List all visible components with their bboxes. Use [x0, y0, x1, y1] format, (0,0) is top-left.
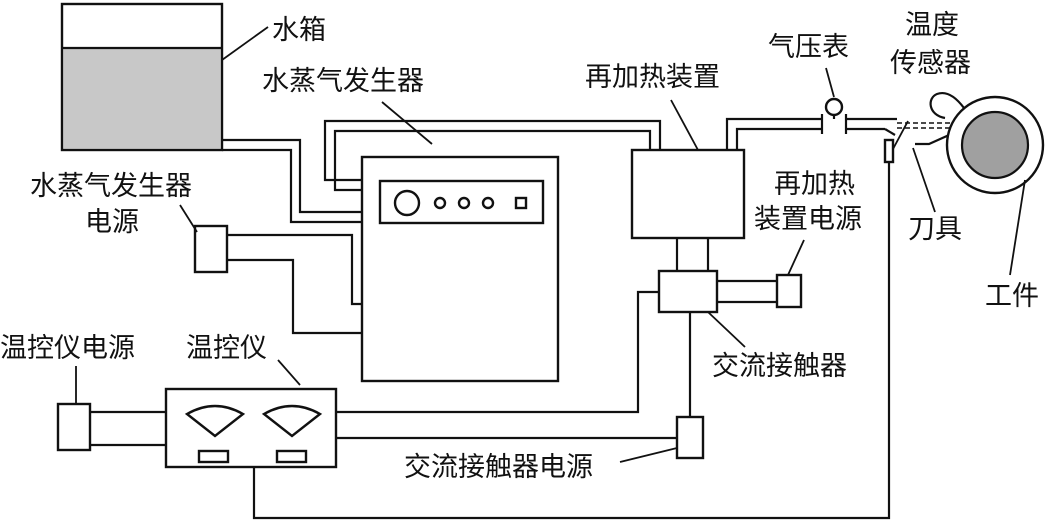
ac-contactor-leader — [707, 311, 746, 348]
pressure-gauge-leader — [825, 67, 835, 98]
temperature-sensor — [883, 120, 909, 164]
gauge-dial — [261, 404, 323, 438]
label-temp-sensor-line1: 温度 — [905, 10, 959, 41]
indicator-light — [481, 196, 495, 210]
indicator-light — [433, 196, 447, 210]
ac-contactor — [657, 269, 719, 314]
reheater-leader — [670, 99, 699, 151]
thermostat-leader — [277, 359, 301, 386]
label-thermostat-power: 温控仪电源 — [0, 333, 135, 364]
reheater-power-box — [775, 273, 803, 309]
workpiece — [929, 92, 1045, 276]
display-slot — [197, 449, 230, 464]
thermostat-output-cables — [336, 290, 677, 440]
water-level — [63, 48, 221, 149]
reheater-to-nozzle-pipes — [725, 117, 897, 150]
steam-generator — [360, 155, 560, 383]
ac-contactor-power-leader — [619, 447, 678, 463]
gauge-dial — [184, 404, 246, 438]
label-reheater-power-line1: 再加热 — [774, 169, 855, 200]
label-steam-generator: 水蒸气发生器 — [262, 66, 424, 97]
label-ac-contactor: 交流接触器 — [712, 351, 847, 382]
sensor-feedback-cable — [252, 162, 891, 520]
tank-to-generator-pipes — [222, 138, 362, 224]
steam-generator-leader — [381, 101, 433, 145]
label-steam-generator-power-line2: 电源 — [85, 207, 139, 238]
label-water-tank: 水箱 — [272, 15, 326, 46]
pressure-gauge — [820, 97, 848, 134]
generator-power-cables — [227, 233, 362, 335]
label-pressure-gauge: 气压表 — [768, 32, 849, 63]
steam-generator-power-leader — [179, 204, 198, 233]
label-workpiece: 工件 — [985, 281, 1039, 312]
label-tool: 刀具 — [908, 214, 962, 245]
switch — [514, 196, 528, 210]
label-steam-generator-power-line1: 水蒸气发生器 — [30, 171, 192, 202]
dial-knob — [393, 189, 421, 217]
label-thermostat: 温控仪 — [186, 333, 267, 364]
contactor-to-reheater-power-cables — [717, 279, 777, 304]
thermostat — [164, 387, 338, 469]
generator-to-reheater-pipes — [323, 119, 662, 192]
water-tank-leader — [221, 26, 269, 61]
display-slot — [275, 449, 308, 464]
indicator-light — [457, 196, 471, 210]
reheater-power-leader — [787, 239, 805, 276]
steam-generator-power-box — [193, 224, 229, 274]
reheater — [630, 148, 746, 240]
label-ac-contactor-power: 交流接触器电源 — [404, 452, 593, 483]
thermostat-power-box — [56, 402, 92, 452]
label-reheater: 再加热装置 — [585, 62, 720, 93]
reheater-to-contactor-cables — [675, 238, 710, 271]
thermostat-power-cables — [90, 410, 166, 447]
ac-contactor-power-box — [675, 415, 705, 460]
water-tank — [60, 2, 224, 152]
label-reheater-power-line2: 装置电源 — [754, 204, 862, 235]
label-temp-sensor-line2: 传感器 — [890, 48, 971, 79]
